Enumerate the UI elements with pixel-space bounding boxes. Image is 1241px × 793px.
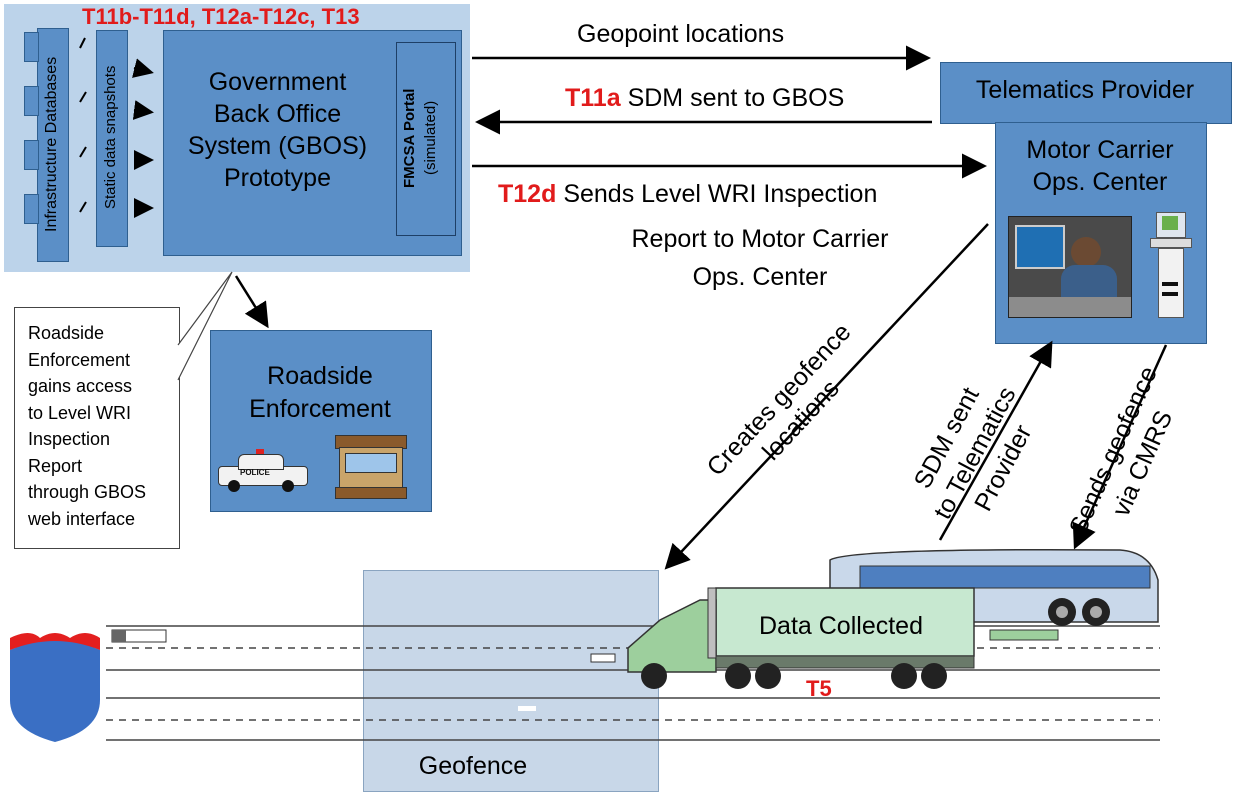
t5-label: T5 [806, 676, 832, 701]
roadside-line: Roadside [267, 362, 373, 390]
inspection-station-icon [335, 435, 407, 499]
callout-line: Enforcement [28, 349, 131, 370]
car-icon-window [112, 630, 126, 642]
t11a-text: SDM sent to GBOS [627, 84, 845, 112]
geofence-area [363, 570, 659, 792]
car-icon [590, 653, 616, 663]
roadside-enforcement-label: Roadside Enforcement [210, 360, 430, 426]
roadside-line: Enforcement [249, 395, 391, 423]
infra-db-tab [24, 32, 39, 62]
data-collected-label: Data Collected [759, 612, 923, 640]
operator-shape [1071, 237, 1101, 267]
t12d-code: T12d [498, 180, 557, 208]
t11a-label: T11a SDM sent to GBOS [565, 84, 844, 113]
t12d-continuation: Report to Motor Carrier Ops. Center [560, 220, 960, 296]
gbos-title-line: System (GBOS) [187, 132, 368, 160]
callout-text: Roadside Enforcement gains access to Lev… [28, 320, 146, 532]
telematics-provider-box [940, 62, 1232, 124]
callout-line: through GBOS [28, 482, 147, 502]
callout-line: web interface [28, 508, 136, 529]
gbos-test-ids: T11b-T11d, T12a-T12c, T13 [82, 4, 360, 29]
monitor-shape [1015, 225, 1065, 269]
motor-carrier-label: Motor Carrier Ops. Center [995, 134, 1205, 198]
desk-shape [1009, 297, 1131, 317]
callout-line: Report [28, 455, 83, 476]
gbos-title-line: Government [208, 68, 347, 96]
infra-db-tab [24, 194, 39, 224]
t11a-code: T11a [565, 84, 621, 112]
police-text: POLICE [240, 468, 270, 477]
flow-arrows [234, 45, 1168, 570]
telematics-provider-label: Telematics Provider [975, 76, 1195, 104]
static-snapshots-box [96, 30, 128, 247]
callout-line: gains access [28, 376, 133, 396]
gbos-title-line: Prototype [223, 164, 331, 192]
infra-db-tab [24, 86, 39, 116]
geofence-label: Geofence [418, 752, 528, 780]
police-car-icon: POLICE [218, 449, 308, 496]
callout-pointer [177, 271, 233, 381]
callout-line: to Level WRI [28, 402, 132, 423]
t12d-line: Sends Level WRI Inspection [563, 180, 878, 208]
geopoint-label: Geopoint locations [577, 20, 785, 48]
callout-box [14, 307, 180, 549]
motor-carrier-line: Motor Carrier [1026, 136, 1174, 164]
fmcsa-portal-box [396, 42, 456, 236]
callout-line: Roadside [28, 323, 105, 343]
motor-carrier-line: Ops. Center [1032, 168, 1168, 196]
t12d-label: T12d Sends Level WRI Inspection [498, 180, 877, 209]
operator-photo [1008, 216, 1132, 318]
interstate-shield-icon [10, 633, 100, 742]
car-icon [518, 706, 536, 711]
t12d-line: Report to Motor Carrier [631, 225, 889, 253]
gbos-title-line: Back Office [213, 100, 342, 128]
callout-line: Inspection [28, 429, 111, 449]
truck-icon [627, 587, 975, 689]
infra-db-tab [24, 140, 39, 170]
car-icon [989, 629, 1059, 641]
workstation-icon [1150, 212, 1192, 318]
t12d-line: Ops. Center [692, 263, 828, 291]
gbos-title: Government Back Office System (GBOS) Pro… [165, 66, 390, 194]
snapshot-arrows [79, 37, 154, 218]
